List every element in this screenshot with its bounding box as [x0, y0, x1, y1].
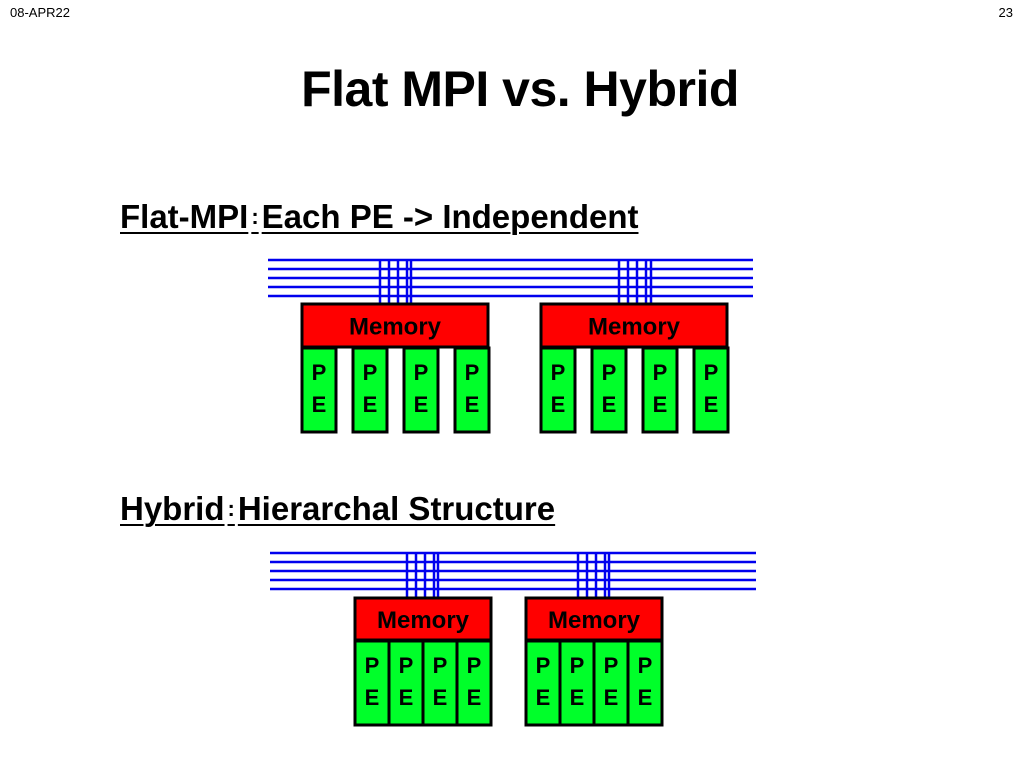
- pe-box: [641, 346, 679, 434]
- pe-label-e: E: [465, 392, 480, 417]
- memory-label: Memory: [349, 314, 442, 341]
- flat-mpi-label: Flat-MPI: [120, 198, 249, 235]
- pe-unit: PE: [353, 639, 391, 727]
- pe-label-p: P: [604, 653, 619, 678]
- memory-box: [539, 302, 729, 349]
- flat-mpi-drops-left: [378, 260, 413, 303]
- flat-mpi-memory-2: Memory: [539, 302, 729, 349]
- pe-unit: PE: [692, 346, 730, 434]
- pe-unit: PE: [539, 346, 577, 434]
- hybrid-heading: Hybrid:Hierarchal Structure: [120, 490, 555, 528]
- pe-label-e: E: [312, 392, 327, 417]
- slide-title: Flat MPI vs. Hybrid: [301, 61, 739, 117]
- pe-unit: PE: [590, 346, 628, 434]
- pe-label-p: P: [363, 360, 378, 385]
- memory-box: [353, 596, 493, 642]
- pe-unit: PE: [351, 346, 389, 434]
- flat-mpi-description: Each PE -> Independent: [261, 198, 639, 235]
- pe-box: [590, 346, 628, 434]
- flat-mpi-network: [268, 258, 753, 298]
- pe-box: [524, 639, 562, 727]
- pe-label-e: E: [363, 392, 378, 417]
- pe-unit: PE: [592, 639, 630, 727]
- pe-label-p: P: [602, 360, 617, 385]
- pe-label-p: P: [704, 360, 719, 385]
- pe-label-p: P: [467, 653, 482, 678]
- pe-label-e: E: [536, 685, 551, 710]
- pe-label-p: P: [536, 653, 551, 678]
- hybrid-memory-2: Memory: [524, 596, 664, 642]
- pe-box: [692, 346, 730, 434]
- pe-unit: PE: [421, 639, 459, 727]
- hybrid-separator: :: [227, 496, 235, 521]
- pe-label-p: P: [399, 653, 414, 678]
- pe-box: [300, 346, 338, 434]
- pe-label-e: E: [604, 685, 619, 710]
- pe-label-e: E: [467, 685, 482, 710]
- hybrid-memory-1: Memory: [353, 596, 493, 642]
- pe-label-e: E: [551, 392, 566, 417]
- pe-label-p: P: [465, 360, 480, 385]
- pe-box: [558, 639, 596, 727]
- pe-box: [402, 346, 440, 434]
- pe-unit: PE: [402, 346, 440, 434]
- hybrid-drops-right: [576, 553, 611, 597]
- memory-label: Memory: [548, 607, 641, 634]
- pe-unit: PE: [524, 639, 562, 727]
- pe-unit: PE: [558, 639, 596, 727]
- pe-label-e: E: [414, 392, 429, 417]
- pe-label-p: P: [570, 653, 585, 678]
- pe-label-p: P: [551, 360, 566, 385]
- pe-unit: PE: [626, 639, 664, 727]
- pe-box: [351, 346, 389, 434]
- pe-box: [626, 639, 664, 727]
- pe-label-p: P: [433, 653, 448, 678]
- slide-date: 08-APR22: [10, 5, 70, 20]
- pe-unit: PE: [641, 346, 679, 434]
- pe-box: [455, 639, 493, 727]
- pe-label-e: E: [602, 392, 617, 417]
- pe-label-e: E: [433, 685, 448, 710]
- memory-label: Memory: [377, 607, 470, 634]
- pe-label-e: E: [704, 392, 719, 417]
- memory-box: [300, 302, 490, 349]
- pe-label-p: P: [653, 360, 668, 385]
- pe-label-p: P: [365, 653, 380, 678]
- memory-label: Memory: [588, 314, 681, 341]
- memory-box: [524, 596, 664, 642]
- hybrid-drops-left: [405, 553, 440, 597]
- pe-unit: PE: [453, 346, 491, 434]
- pe-label-p: P: [414, 360, 429, 385]
- pe-label-p: P: [312, 360, 327, 385]
- pe-label-e: E: [638, 685, 653, 710]
- pe-label-e: E: [365, 685, 380, 710]
- flat-mpi-separator: :: [251, 204, 259, 229]
- pe-box: [592, 639, 630, 727]
- pe-label-e: E: [653, 392, 668, 417]
- pe-label-e: E: [399, 685, 414, 710]
- pe-label-e: E: [570, 685, 585, 710]
- pe-label-p: P: [638, 653, 653, 678]
- pe-box: [539, 346, 577, 434]
- hybrid-label: Hybrid: [120, 490, 225, 527]
- pe-unit: PE: [387, 639, 425, 727]
- flat-mpi-heading: Flat-MPI:Each PE -> Independent: [120, 198, 638, 236]
- hybrid-network: [270, 551, 756, 591]
- flat-mpi-memory-1: Memory: [300, 302, 490, 349]
- pe-unit: PE: [455, 639, 493, 727]
- slide-page-number: 23: [998, 5, 1013, 20]
- pe-unit: PE: [300, 346, 338, 434]
- pe-box: [453, 346, 491, 434]
- flat-mpi-drops-right: [617, 260, 653, 303]
- hybrid-description: Hierarchal Structure: [237, 490, 556, 527]
